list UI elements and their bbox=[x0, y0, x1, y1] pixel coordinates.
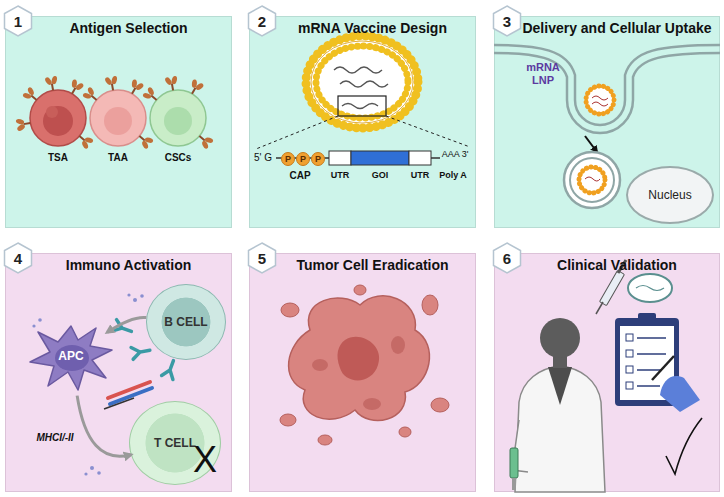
hexagon-outline bbox=[494, 243, 521, 273]
step-badge: 5 bbox=[247, 242, 277, 274]
diagram-label: UTR bbox=[331, 170, 350, 181]
diagram-label: MHCI/-II bbox=[36, 432, 73, 444]
nucleus-label: Nucleus bbox=[648, 188, 691, 202]
diagram-label: GOI bbox=[372, 170, 389, 181]
apc-nucleus bbox=[55, 345, 89, 371]
phosphate-circle: P bbox=[311, 152, 325, 166]
panel-title: Immuno Activation bbox=[6, 257, 231, 273]
diagram-label: LNP bbox=[532, 74, 554, 87]
panel-title: Tumor Cell Eradication bbox=[250, 257, 475, 273]
diagram-label: CAP bbox=[289, 170, 310, 182]
diagram-label: TSA bbox=[48, 152, 68, 164]
phosphate-circle: P bbox=[281, 152, 295, 166]
phosphate-label: P bbox=[285, 154, 291, 164]
diagram-label: AAA 3' bbox=[442, 149, 469, 160]
step-number: 6 bbox=[503, 250, 511, 267]
phosphate-label: P bbox=[315, 154, 321, 164]
phosphate-label: P bbox=[300, 154, 306, 164]
hexagon-outline bbox=[494, 6, 521, 36]
step-number: 5 bbox=[258, 250, 266, 267]
cell-label: T CELL bbox=[154, 436, 196, 450]
diagram-label: TAA bbox=[108, 152, 128, 164]
step-badge: 2 bbox=[247, 5, 277, 37]
step-badge: 1 bbox=[3, 5, 33, 37]
step-number: 4 bbox=[14, 250, 22, 267]
step-badge: 3 bbox=[492, 5, 522, 37]
hexagon-outline bbox=[249, 6, 276, 36]
diagram-label: 5' G bbox=[254, 152, 272, 164]
apc-cell: APC bbox=[26, 316, 116, 396]
panel-title: Antigen Selection bbox=[6, 20, 231, 36]
panel-title: Clinical Validation bbox=[495, 257, 719, 273]
cell-label: APC bbox=[58, 349, 83, 363]
step-number: 1 bbox=[14, 13, 22, 30]
panel-title: mRNA Vaccine Design bbox=[250, 20, 475, 36]
step-badge: 4 bbox=[3, 242, 33, 274]
hexagon-outline bbox=[5, 243, 32, 273]
diagram-label: CSCs bbox=[165, 152, 192, 164]
hexagon-outline bbox=[249, 243, 276, 273]
step-number: 3 bbox=[503, 13, 511, 30]
hexagon-outline bbox=[5, 6, 32, 36]
b-cell: B CELL bbox=[146, 284, 226, 360]
panel-title: Delivery and Cellular Uptake bbox=[495, 20, 719, 36]
diagram-label: UTR bbox=[411, 170, 430, 181]
step-badge: 6 bbox=[492, 242, 522, 274]
cell-label: B CELL bbox=[164, 315, 207, 329]
diagram-label: mRNA bbox=[526, 61, 560, 74]
phosphate-circle: P bbox=[296, 152, 310, 166]
apc-outline bbox=[30, 326, 112, 390]
diagram-label: Poly A bbox=[439, 170, 467, 181]
step-number: 2 bbox=[258, 13, 266, 30]
diagram-label: X bbox=[193, 438, 217, 481]
nucleus-ellipse: Nucleus bbox=[626, 166, 714, 224]
